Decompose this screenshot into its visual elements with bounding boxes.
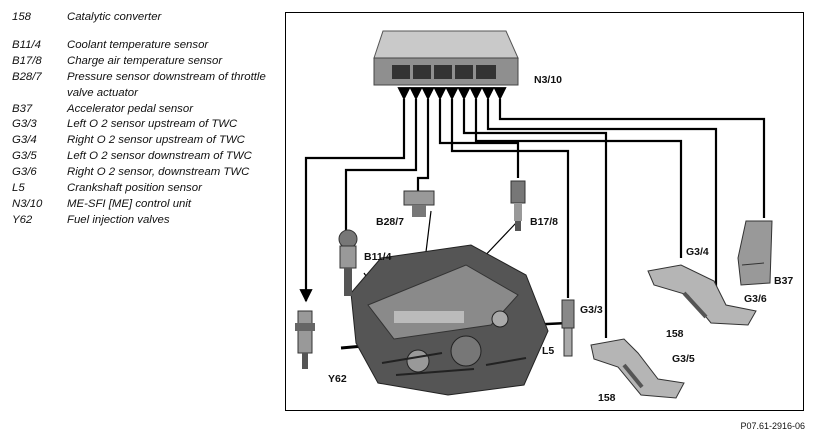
label-y62: Y62 [328,373,347,385]
legend-item: G3/6 Right O 2 sensor, downstream TWC [12,165,274,181]
legend-code: B28/7 [12,70,42,83]
label-g36: G3/6 [744,293,767,305]
sensor-b178 [510,180,526,231]
legend-description: Coolant temperature sensor [67,38,209,51]
legend-item: G3/5 Left O 2 sensor downstream of TWC [12,149,274,165]
legend-item: B37 Accelerator pedal sensor [12,102,274,118]
label-n310: N3/10 [534,74,563,86]
legend-item: B28/7 Pressure sensor downstream of throt… [12,70,274,102]
legend-code: 158 [12,11,32,23]
legend-code: N3/10 [12,197,43,210]
label-158-left: 158 [598,392,616,404]
figure-code: P07.61-2916-06 [740,421,805,431]
sensor-y62-injector [295,310,315,369]
label-l5: L5 [542,345,555,357]
label-b287: B28/7 [376,216,405,228]
legend-code: B17/8 [12,54,42,67]
legend-item: N3/10 ME-SFI [ME] control unit [12,197,274,213]
sensor-b287 [403,190,435,217]
label-g33: G3/3 [580,304,603,316]
control-unit-ecu [373,30,519,86]
legend-description: Fuel injection valves [67,213,170,226]
legend-description: Right O 2 sensor upstream of TWC [67,134,245,147]
label-b114: B11/4 [364,251,392,263]
line-y62 [299,87,411,303]
legend-item: L5 Crankshaft position sensor [12,181,274,197]
legend-description: ME-SFI [ME] control unit [67,197,192,210]
line-g34 [469,87,683,258]
engine-illustration [350,244,549,396]
legend-item: Y62 Fuel injection valves [12,213,274,229]
label-158-right: 158 [666,328,684,340]
legend-code: B37 [12,102,33,115]
legend-item: 158 Catalytic converter [12,10,274,26]
legend-item: B11/4 Coolant temperature sensor [12,38,274,54]
label-b37: B37 [774,275,794,287]
legend-item: G3/3 Left O 2 sensor upstream of TWC [12,117,274,133]
catalytic-converter-left [590,338,685,399]
line-g36 [481,87,718,303]
legend-code: L5 [12,182,25,195]
legend-code: G3/4 [12,134,37,147]
legend-item: B17/8 Charge air temperature sensor [12,54,274,70]
line-g33 [457,87,608,338]
legend-spacer [12,26,274,38]
legend-description: Accelerator pedal sensor [67,102,193,115]
label-g35: G3/5 [672,353,695,365]
legend-item: G3/4 Right O 2 sensor upstream of TWC [12,133,274,149]
line-b114 [344,87,423,238]
legend-description: Catalytic converter [67,11,162,23]
legend-code: G3/3 [12,118,37,131]
legend-description: Pressure sensor downstream of throttle v… [67,70,266,99]
wiring-diagram-svg [295,30,773,399]
legend-code: B11/4 [12,38,41,51]
label-g34: G3/4 [686,246,709,258]
system-diagram: N3/10 B28/7 B17/8 B11/4 G3/4 B37 G3/6 15… [285,12,804,411]
legend-description: Left O 2 sensor downstream of TWC [67,150,252,163]
catalytic-converter-right [647,264,757,326]
sensor-b114 [338,229,358,296]
sensor-l5 [561,299,575,357]
pedal-b37 [737,220,773,286]
legend-description: Left O 2 sensor upstream of TWC [67,118,238,131]
line-l5 [445,87,570,298]
legend-description: Charge air temperature sensor [67,54,223,67]
legend-code: G3/5 [12,150,37,163]
label-b178: B17/8 [530,216,559,228]
legend-code: Y62 [12,213,33,226]
line-b287 [416,87,435,198]
legend-description: Crankshaft position sensor [67,182,202,195]
legend-code: G3/6 [12,166,37,179]
line-b37 [493,87,766,218]
legend-description: Right O 2 sensor, downstream TWC [67,166,250,179]
line-b178 [433,87,520,178]
